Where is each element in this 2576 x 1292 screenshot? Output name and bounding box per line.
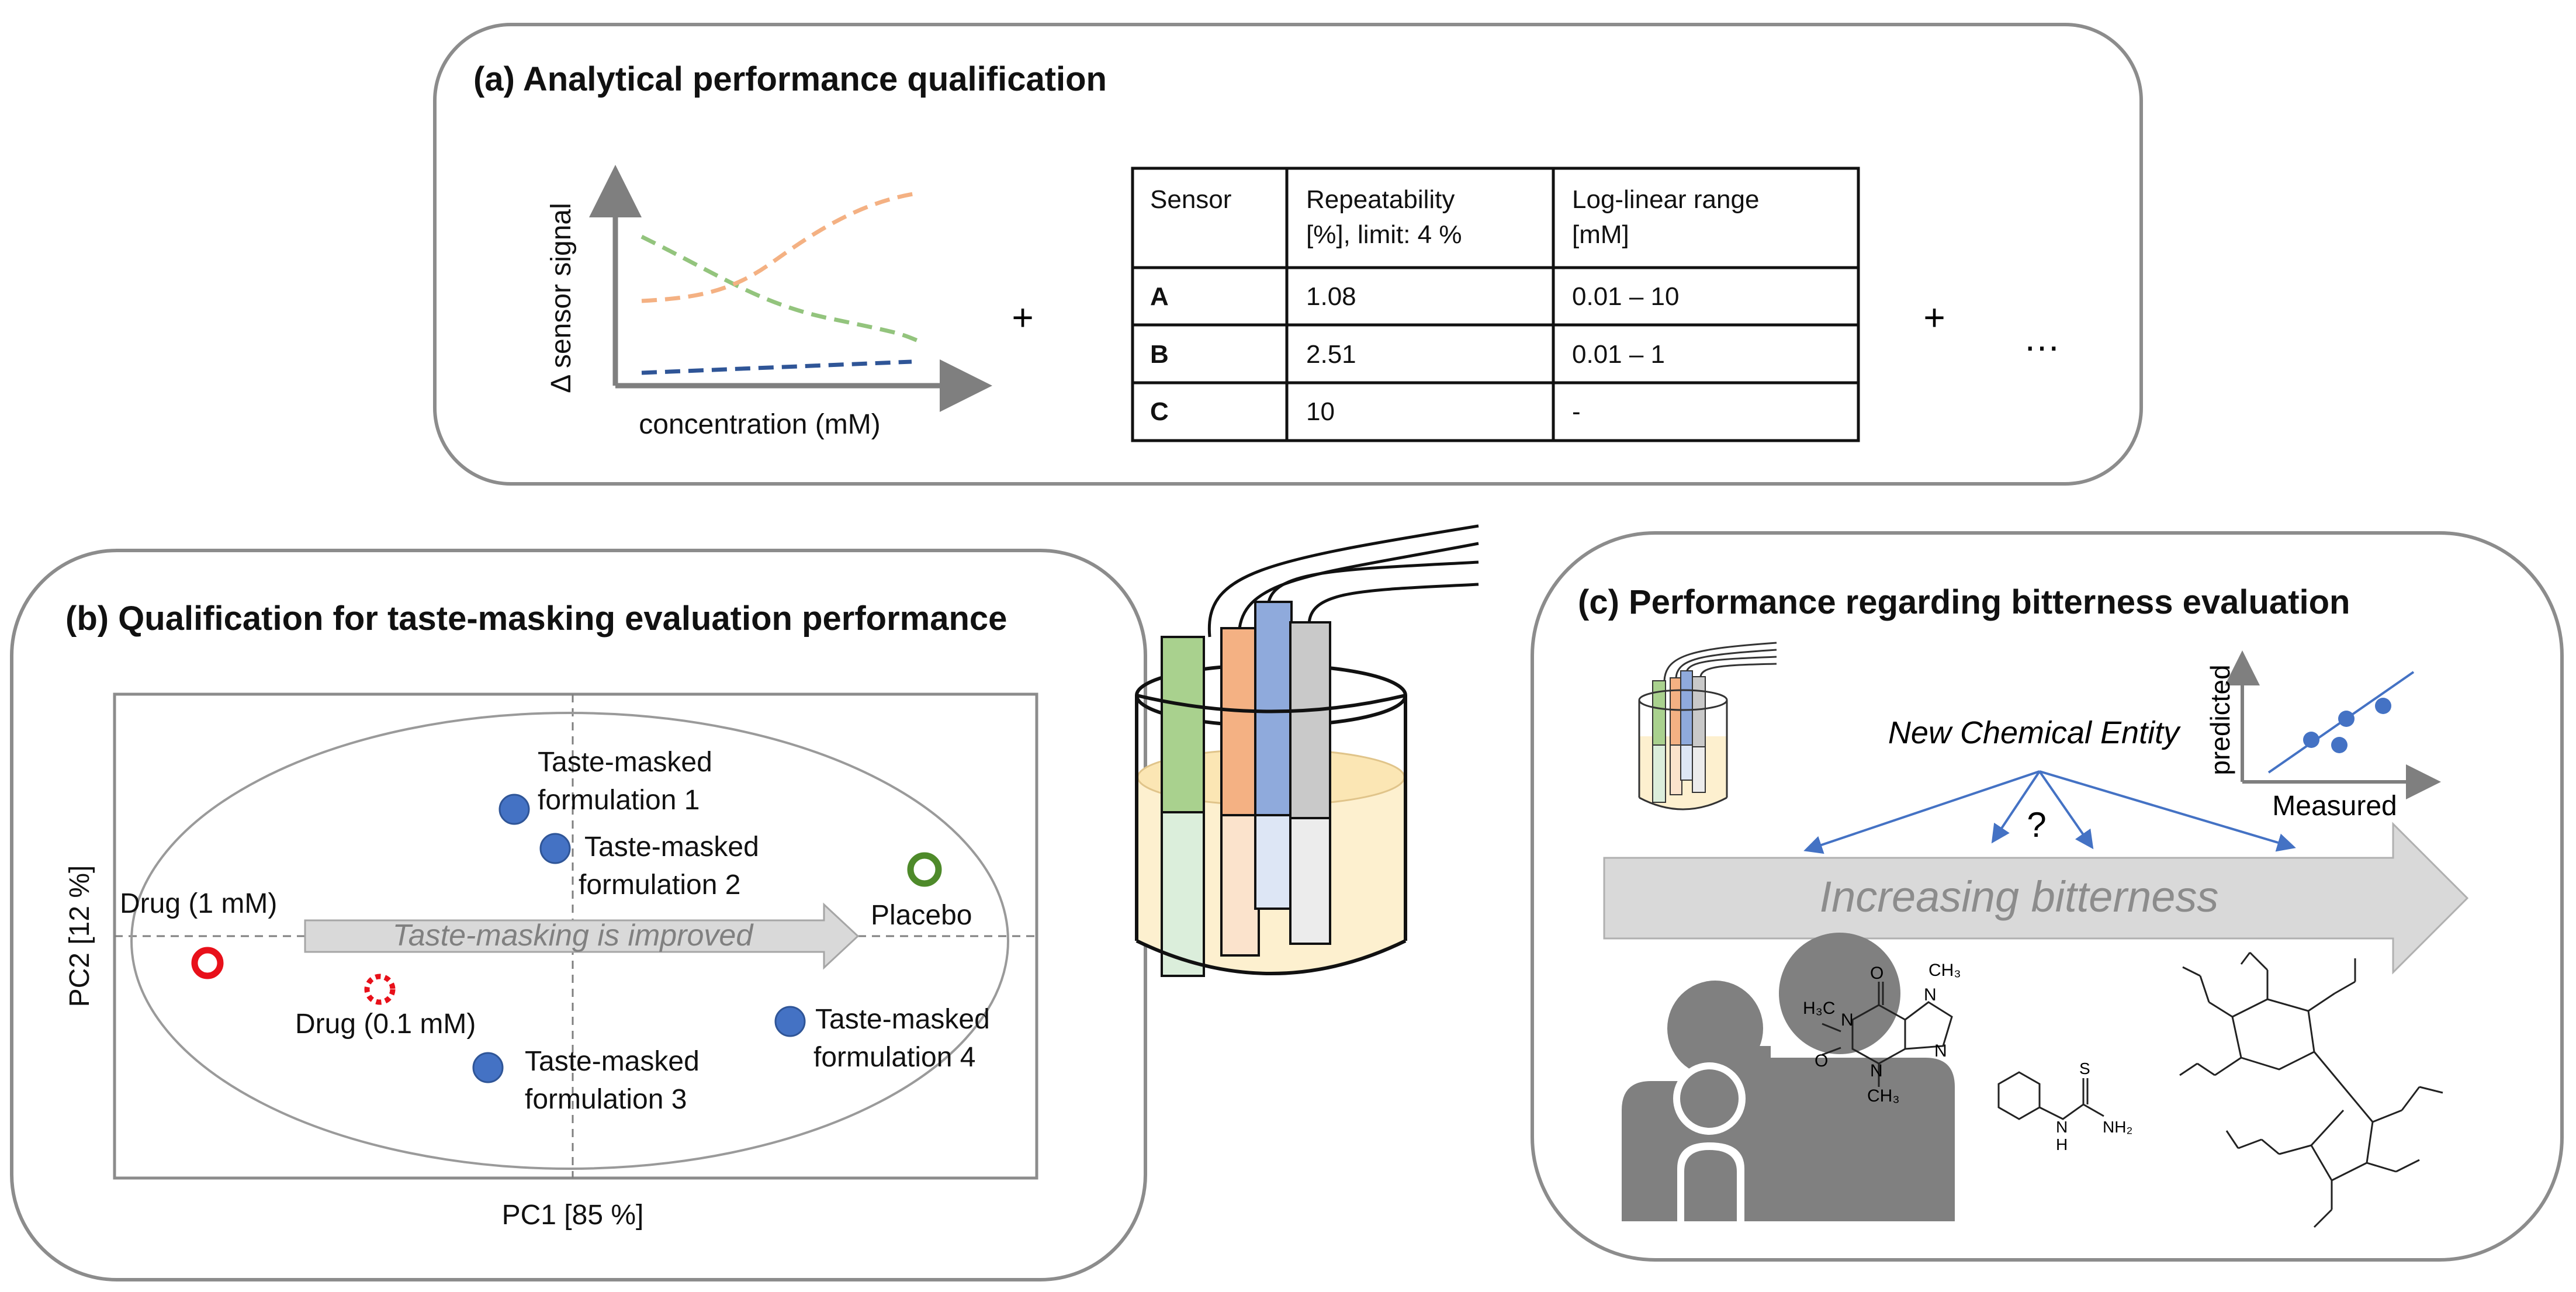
formulation-2-point [539, 833, 571, 864]
formulation-4-label-1: Taste-masked [815, 1004, 990, 1035]
row-c-range: - [1572, 397, 1581, 426]
svg-text:O: O [1870, 964, 1883, 983]
formulation-4-point [774, 1006, 806, 1037]
panel-a-title: (a) Analytical performance qualification [473, 60, 1107, 98]
formulation-3-label-2: formulation 3 [525, 1084, 687, 1115]
sensor-a-curve [640, 234, 922, 344]
formulation-1-point [498, 794, 530, 825]
pc2-axis-label: PC2 [12 %] [64, 865, 95, 1007]
formulation-3-label-1: Taste-masked [525, 1046, 700, 1077]
pc1-axis-label: PC1 [85 %] [502, 1200, 644, 1231]
formulation-1-label-1: Taste-masked [538, 747, 712, 778]
panel-c: (c) Performance regarding bitterness eva… [1531, 531, 2564, 1262]
phenylthiourea-structure [1997, 1071, 2104, 1120]
th-sensor: Sensor [1150, 185, 1231, 214]
drug-01mm-label: Drug (0.1 mM) [295, 1009, 476, 1040]
row-a-range: 0.01 – 10 [1572, 282, 1680, 311]
improvement-arrow [304, 902, 860, 970]
formulation-2-label-1: Taste-masked [584, 832, 759, 863]
row-b-repeatability: 2.51 [1306, 340, 1356, 369]
panel-b-title: (b) Qualification for taste-masking eval… [65, 600, 1007, 638]
bitterness-arrow-label: Increasing bitterness [1820, 872, 2219, 921]
scatter-ylabel: predicted [2205, 664, 2235, 775]
formulation-4-label-2: formulation 4 [813, 1042, 975, 1073]
drug-1mm-point [191, 947, 224, 979]
row-b-range: 0.01 – 1 [1572, 340, 1665, 369]
sensor-b-curve [641, 359, 912, 375]
svg-text:H₃C: H₃C [1803, 999, 1836, 1018]
svg-text:H: H [2056, 1135, 2068, 1154]
row-a-sensor: A [1150, 282, 1169, 311]
svg-text:N: N [1924, 985, 1937, 1004]
svg-text:CH₃: CH₃ [1928, 961, 1961, 980]
svg-text:NH₂: NH₂ [2103, 1118, 2132, 1136]
predicted-vs-measured-plot: predicted Measured [2205, 650, 2441, 822]
row-b-sensor: B [1150, 340, 1169, 369]
sucrose-octaacetate-structure [2179, 951, 2443, 1228]
panel-b: (b) Qualification for taste-masking eval… [10, 549, 1147, 1281]
svg-text:O: O [1815, 1051, 1828, 1071]
formulation-3-point [472, 1052, 504, 1083]
caffeine-structure [1822, 982, 1953, 1087]
drug-1mm-label: Drug (1 mM) [120, 888, 277, 919]
sensor-response-chart: Δ sensor signal concentration (mM) [546, 165, 992, 440]
th-range-2: [mM] [1572, 220, 1629, 249]
scatter-xlabel: Measured [2272, 791, 2397, 822]
th-repeatability-1: Repeatability [1306, 185, 1455, 214]
row-c-sensor: C [1150, 397, 1169, 426]
phenylthiourea-labels: S NH₂ N H [2056, 1059, 2132, 1154]
formulation-1-label-2: formulation 1 [538, 785, 700, 816]
th-repeatability-2: [%], limit: 4 % [1306, 220, 1462, 249]
sensor-c-curve [641, 190, 921, 303]
caffeine-labels: H₃C N O O N N N CH₃ CH₃ [1803, 961, 1961, 1106]
small-beaker-icon [1638, 642, 1777, 810]
confidence-ellipse [130, 712, 1009, 1170]
svg-text:N: N [1870, 1061, 1883, 1080]
nce-label: New Chemical Entity [1888, 715, 2181, 750]
improvement-arrow-label: Taste-masking is improved [393, 919, 754, 952]
placebo-label: Placebo [871, 900, 972, 931]
question-mark: ? [2027, 805, 2046, 844]
svg-text:CH₃: CH₃ [1867, 1086, 1900, 1106]
sensor-table: Sensor Repeatability [%], limit: 4 % Log… [1131, 167, 1860, 442]
panel-c-title: (c) Performance regarding bitterness eva… [1578, 583, 2350, 621]
ellipsis: … [2023, 317, 2061, 359]
chart-ylabel: Δ sensor signal [546, 203, 577, 393]
svg-text:N: N [1841, 1010, 1854, 1030]
svg-text:S: S [2079, 1059, 2090, 1078]
svg-text:N: N [2056, 1118, 2068, 1136]
chart-xlabel: concentration (mM) [639, 409, 880, 440]
formulation-2-label-2: formulation 2 [579, 870, 740, 900]
plus-2: + [1923, 296, 1945, 338]
electronic-tongue-illustration [1135, 524, 1479, 977]
plus-1: + [1012, 296, 1033, 338]
svg-text:N: N [1934, 1041, 1947, 1061]
panel-a: (a) Analytical performance qualification… [433, 23, 2143, 486]
row-c-repeatability: 10 [1306, 397, 1335, 426]
th-range-1: Log-linear range [1572, 185, 1759, 214]
row-a-repeatability: 1.08 [1306, 282, 1356, 311]
bitterness-arrow [1603, 822, 2469, 975]
nce-arrows [1803, 770, 2296, 854]
placebo-point [907, 852, 942, 887]
people-icon [1622, 933, 1955, 1221]
drug-01mm-point [364, 974, 396, 1005]
